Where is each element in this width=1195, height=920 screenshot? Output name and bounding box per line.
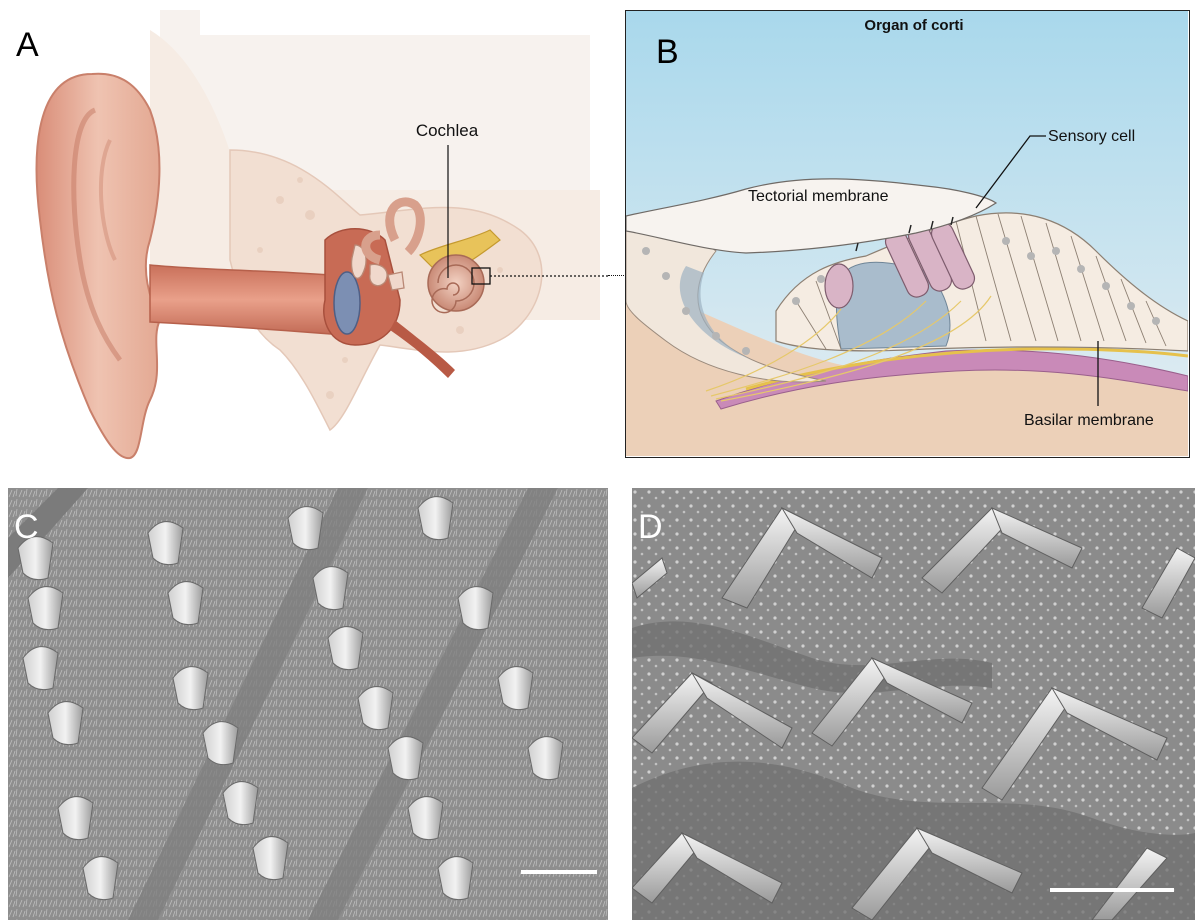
cochlea-label: Cochlea xyxy=(416,121,479,140)
panel-c-sem-image: C xyxy=(8,488,608,920)
sem-hair-bundles-rows xyxy=(8,488,608,920)
scale-bar-c xyxy=(521,870,597,874)
panel-d-sem-image: D xyxy=(632,488,1195,920)
panel-b-title: Organ of corti xyxy=(864,17,963,34)
sem-hair-bundles-closeup xyxy=(632,488,1195,920)
organ-of-corti-illustration: Organ of corti Sensory cell Tectorial me… xyxy=(626,11,1188,456)
zoom-connector-continuation xyxy=(608,275,626,276)
inner-hair-cell xyxy=(825,264,853,308)
sensory-cell-label: Sensory cell xyxy=(1048,128,1135,145)
panel-d-letter: D xyxy=(638,510,663,544)
panel-a-letter: A xyxy=(16,28,39,62)
panel-b-letter: B xyxy=(656,35,679,69)
eardrum xyxy=(334,272,360,334)
panel-a-ear-anatomy: Cochlea A xyxy=(0,0,610,485)
panel-c-letter: C xyxy=(14,510,39,544)
scale-bar-d xyxy=(1050,888,1174,892)
ear-illustration: Cochlea xyxy=(0,0,610,485)
basilar-membrane-label: Basilar membrane xyxy=(1024,412,1154,429)
tectorial-membrane-label: Tectorial membrane xyxy=(748,188,889,205)
panel-b-organ-of-corti: Organ of corti Sensory cell Tectorial me… xyxy=(625,10,1190,458)
